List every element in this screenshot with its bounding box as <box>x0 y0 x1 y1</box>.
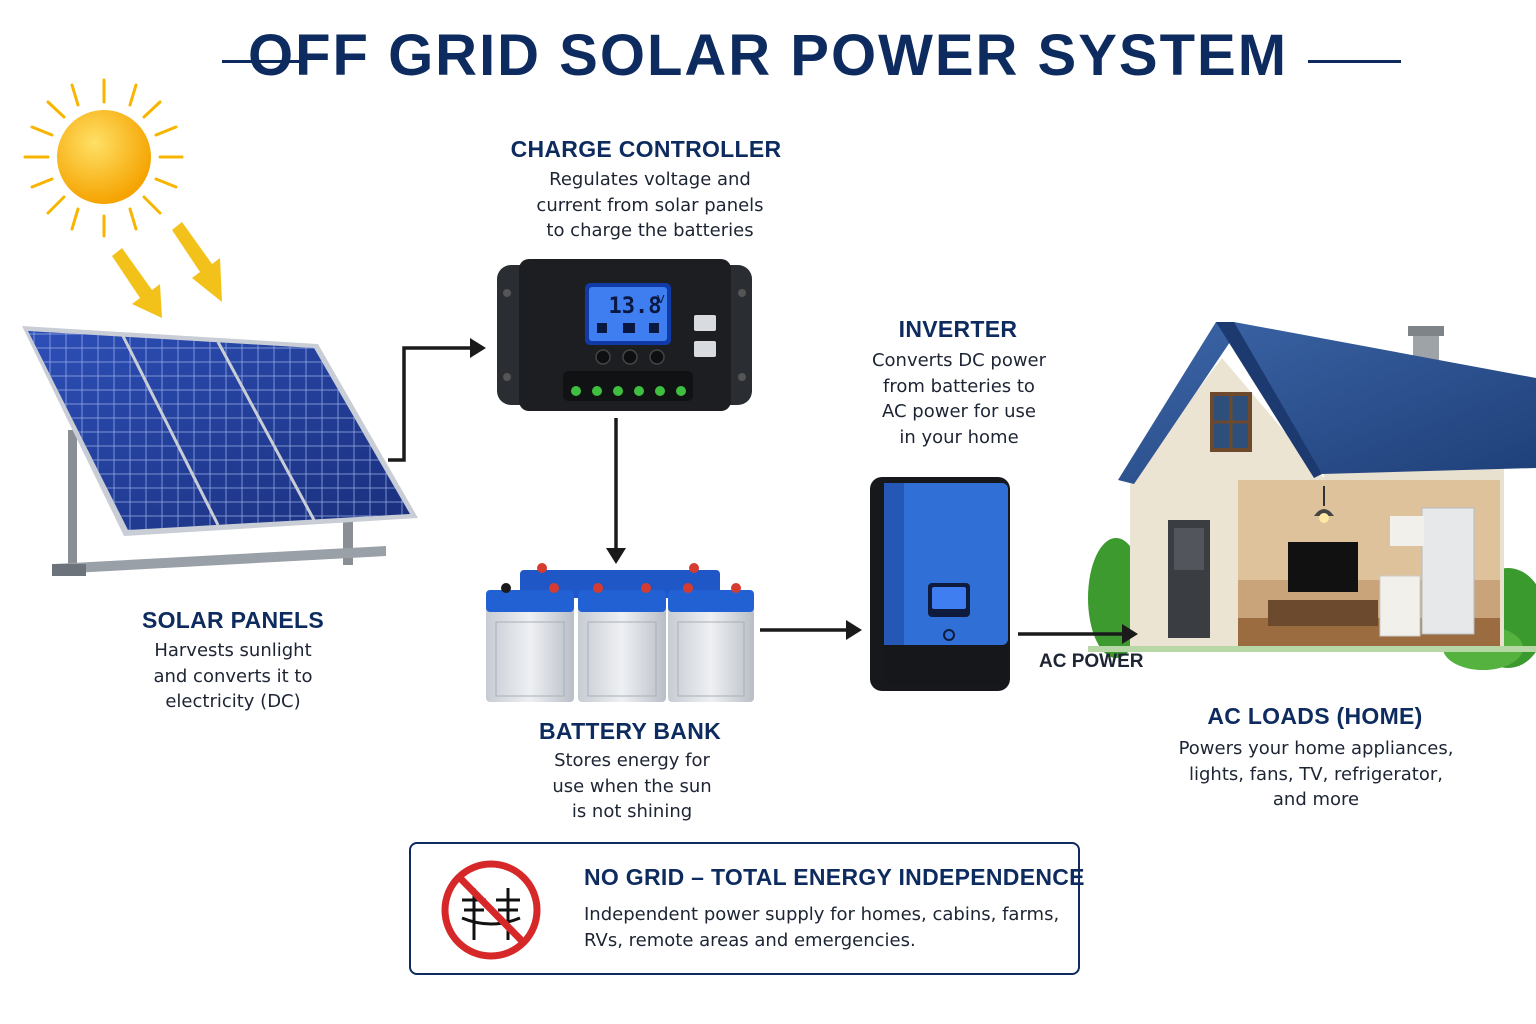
charge-controller-desc: Regulates voltage and current from solar… <box>500 167 800 244</box>
sun-icon <box>23 78 184 238</box>
charge-controller-heading: CHARGE CONTROLLER <box>510 136 782 162</box>
ac-loads-desc-line: Powers your home appliances, <box>1178 738 1454 759</box>
ac-loads-desc-line: and more <box>1272 789 1360 810</box>
no-grid-icon <box>441 860 541 960</box>
charge-controller-desc-line: current from solar panels <box>536 194 764 216</box>
ac-loads-desc: Powers your home appliances, lights, fan… <box>1146 736 1486 813</box>
charge-controller-desc-line: Regulates voltage and <box>549 169 751 190</box>
callout-text-line: Independent power supply for homes, cabi… <box>584 904 1060 925</box>
inverter-desc-line: AC power for use <box>882 401 1036 422</box>
title-rule-right <box>1308 60 1401 63</box>
battery-bank-heading: BATTERY BANK <box>538 718 722 744</box>
battery-icon <box>486 563 754 702</box>
solar-panels-desc: Harvests sunlight and converts it to ele… <box>93 638 373 715</box>
arrow-panel-to-controller <box>388 338 486 462</box>
ac-power-label: AC POWER <box>1039 651 1144 672</box>
house-icon <box>1088 322 1536 670</box>
inverter-desc: Converts DC power from batteries to AC p… <box>819 348 1099 450</box>
arrow-controller-to-battery <box>606 418 626 564</box>
charge-controller-desc-line: to charge the batteries <box>546 220 754 241</box>
arrow-battery-to-inverter <box>760 620 862 640</box>
battery-bank-desc-line: use when the sun <box>552 775 712 797</box>
inverter-desc-line: Converts DC power <box>871 350 1047 371</box>
arrow-inverter-to-home <box>1018 624 1138 644</box>
inverter-desc-line: from batteries to <box>883 375 1035 397</box>
controller-display: 13.8 <box>609 294 662 319</box>
solar-panels-desc-line: and converts it to <box>153 665 313 687</box>
solar-panel-icon <box>22 326 418 576</box>
sunlight-arrow-icon <box>112 222 222 318</box>
title-rule-left <box>222 60 306 63</box>
callout-text: Independent power supply for homes, cabi… <box>584 902 1059 954</box>
battery-bank-desc: Stores energy for use when the sun is no… <box>492 748 772 825</box>
inverter-heading: INVERTER <box>898 316 1018 342</box>
solar-panels-heading: SOLAR PANELS <box>141 607 325 633</box>
inverter-icon <box>870 477 1010 691</box>
page-title: OFF GRID SOLAR POWER SYSTEM <box>247 23 1289 88</box>
solar-panels-desc-line: Harvests sunlight <box>154 640 312 661</box>
ac-loads-heading: AC LOADS (HOME) <box>1207 703 1423 729</box>
solar-panels-desc-line: electricity (DC) <box>165 691 301 712</box>
callout-title: NO GRID – TOTAL ENERGY INDEPENDENCE <box>584 864 1085 890</box>
ac-loads-desc-line: lights, fans, TV, refrigerator, <box>1188 763 1443 785</box>
charge-controller-icon: 13.8 V <box>497 259 752 411</box>
battery-bank-desc-line: Stores energy for <box>554 750 710 771</box>
battery-bank-desc-line: is not shining <box>571 801 693 822</box>
callout-text-line: RVs, remote areas and emergencies. <box>584 930 916 951</box>
controller-display-unit: V <box>657 293 665 306</box>
inverter-desc-line: in your home <box>899 426 1019 448</box>
